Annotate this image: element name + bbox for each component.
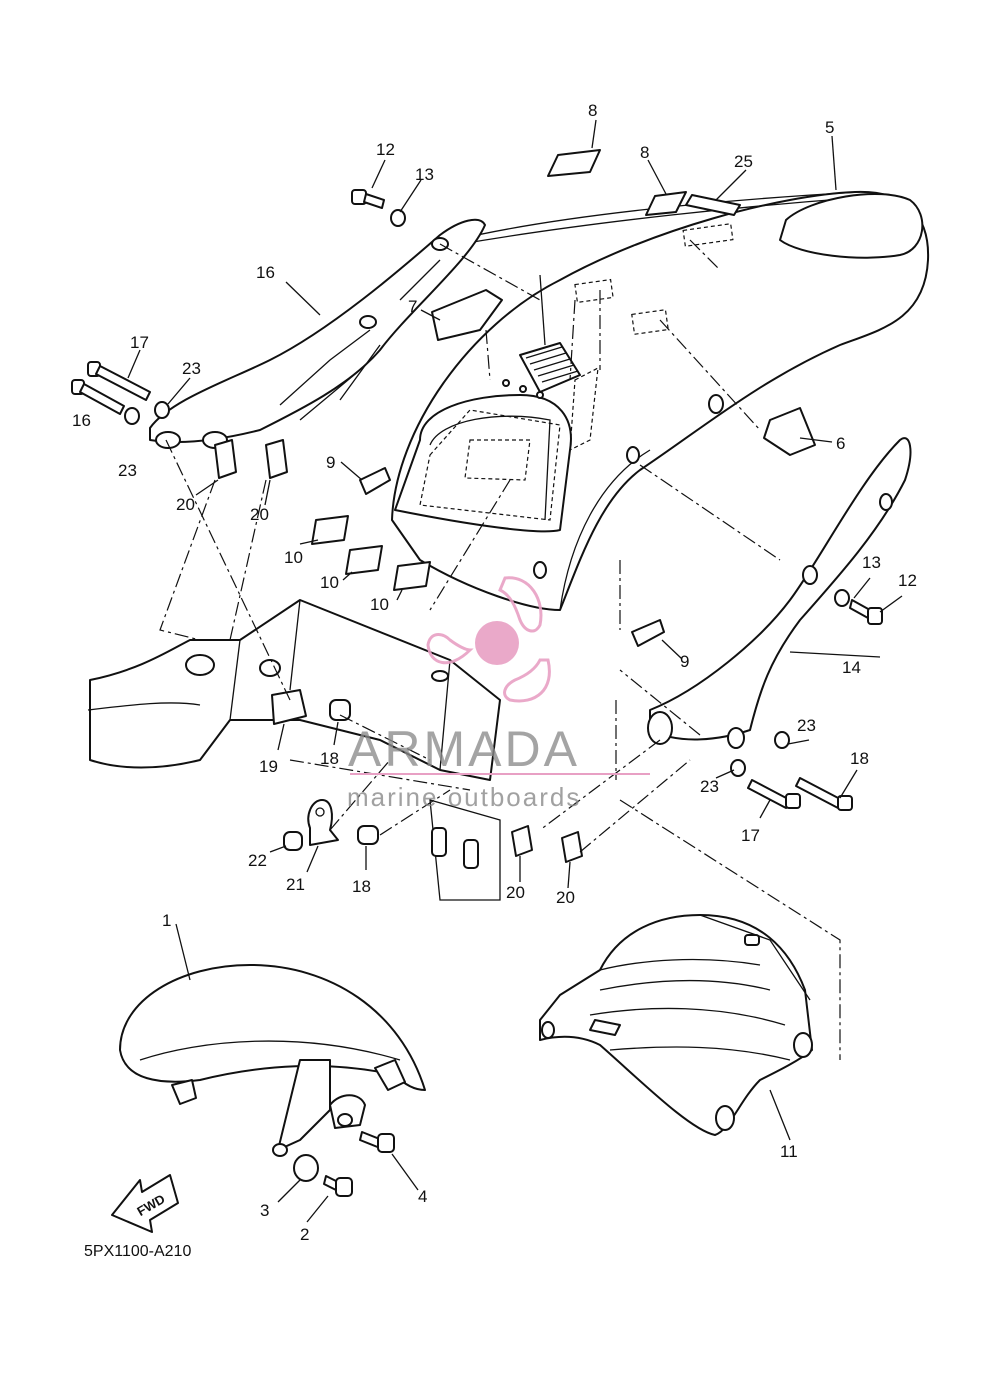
bolt-16-right[interactable] bbox=[747, 779, 801, 809]
callout-15: 16 bbox=[256, 263, 275, 282]
callout-16-a: 16 bbox=[72, 411, 91, 430]
callout-4: 4 bbox=[418, 1187, 427, 1206]
washer-13-right[interactable] bbox=[834, 589, 850, 607]
callout-23-a: 23 bbox=[182, 359, 201, 378]
bolt-17-left[interactable] bbox=[87, 361, 151, 401]
callout-9-a: 9 bbox=[326, 453, 335, 472]
callout-23-d: 23 bbox=[700, 777, 719, 796]
callout-13-b: 13 bbox=[862, 553, 881, 572]
callout-8-b: 8 bbox=[640, 143, 649, 162]
callout-12-a: 12 bbox=[376, 140, 395, 159]
bolt-17-right[interactable] bbox=[795, 777, 853, 811]
washer-13-top[interactable] bbox=[390, 209, 406, 227]
watermark-subtitle: marine outboards bbox=[347, 782, 581, 812]
callout-18-a: 18 bbox=[320, 749, 339, 768]
label-8a bbox=[547, 149, 601, 177]
callout-9-b: 9 bbox=[680, 652, 689, 671]
collar-3[interactable] bbox=[293, 1154, 319, 1182]
callout-24: 25 bbox=[734, 152, 753, 171]
label-25 bbox=[519, 342, 581, 393]
clamp-19[interactable] bbox=[271, 689, 307, 725]
callout-14: 14 bbox=[842, 658, 861, 677]
label-6 bbox=[763, 407, 816, 456]
fwd-arrow-icon: FWD bbox=[111, 1174, 179, 1233]
callout-3: 3 bbox=[260, 1201, 269, 1220]
callout-leaders bbox=[127, 119, 903, 1223]
callout-11: 11 bbox=[780, 1142, 798, 1161]
label-24 bbox=[685, 194, 741, 216]
callout-2: 2 bbox=[300, 1225, 309, 1244]
washer-23-left-b[interactable] bbox=[124, 407, 140, 425]
grommet-9-right[interactable] bbox=[631, 619, 665, 647]
callout-12-b: 12 bbox=[898, 571, 917, 590]
callout-19: 19 bbox=[259, 757, 278, 776]
nut-22[interactable] bbox=[283, 831, 303, 851]
collar-20-d[interactable] bbox=[561, 831, 583, 863]
washer-23-right-a[interactable] bbox=[774, 731, 790, 749]
label-7 bbox=[431, 289, 503, 341]
washer-23-right-b[interactable] bbox=[730, 759, 746, 777]
rear-fender[interactable] bbox=[391, 190, 930, 611]
nut-18-b[interactable] bbox=[357, 825, 379, 845]
collar-20-c[interactable] bbox=[511, 825, 533, 857]
callout-13-a: 13 bbox=[415, 165, 434, 184]
bolt-12-right[interactable] bbox=[849, 599, 883, 625]
side-bracket-right[interactable] bbox=[647, 437, 912, 749]
callout-20-b: 20 bbox=[250, 505, 269, 524]
callout-10-c: 10 bbox=[370, 595, 389, 614]
callout-22: 22 bbox=[248, 851, 267, 870]
mud-guard[interactable] bbox=[539, 914, 813, 1136]
callout-18-b: 18 bbox=[352, 877, 371, 896]
callout-10-a: 10 bbox=[284, 548, 303, 567]
callout-20-a: 20 bbox=[176, 495, 195, 514]
collar-20-a[interactable] bbox=[214, 439, 237, 479]
bolt-2[interactable] bbox=[323, 1175, 353, 1197]
pad-10-b[interactable] bbox=[345, 545, 383, 575]
callout-5: 5 bbox=[825, 118, 834, 137]
pad-10-a[interactable] bbox=[311, 515, 349, 545]
callout-6: 6 bbox=[836, 434, 845, 453]
bolt-16-left[interactable] bbox=[71, 379, 125, 415]
watermark: ARMADA marine outboards bbox=[347, 576, 650, 812]
label-8b bbox=[645, 191, 687, 216]
bolt-12-top[interactable] bbox=[351, 189, 385, 209]
callout-17-b: 18 bbox=[850, 749, 869, 768]
callout-21: 21 bbox=[286, 875, 305, 894]
watermark-title: ARMADA bbox=[348, 721, 580, 777]
diagram-code: 5PX1100-A210 bbox=[84, 1243, 191, 1260]
callout-20-d: 20 bbox=[556, 888, 575, 907]
callout-20-c: 20 bbox=[506, 883, 525, 902]
collar-20-b[interactable] bbox=[265, 439, 288, 479]
callout-17-a: 17 bbox=[130, 333, 149, 352]
nut-18-a[interactable] bbox=[329, 699, 351, 721]
callout-7: 7 bbox=[408, 297, 417, 316]
callout-16-b: 17 bbox=[741, 826, 760, 845]
front-fender[interactable] bbox=[119, 964, 426, 1157]
washer-23-left-a[interactable] bbox=[154, 401, 170, 419]
propeller-logo-icon bbox=[426, 576, 551, 703]
leader-lines bbox=[159, 239, 841, 1060]
callout-8-a: 8 bbox=[588, 101, 597, 120]
callout-23-b: 23 bbox=[118, 461, 137, 480]
callout-numbers: 8 8 25 5 7 6 9 9 10 10 10 16 12 13 17 23… bbox=[72, 101, 917, 1244]
bolt-4[interactable] bbox=[359, 1131, 395, 1153]
callout-10-b: 10 bbox=[320, 573, 339, 592]
callout-1: 1 bbox=[162, 911, 171, 930]
stay-21[interactable] bbox=[307, 799, 339, 846]
grommet-9-left[interactable] bbox=[359, 467, 391, 495]
callout-23-c: 23 bbox=[797, 716, 816, 735]
pad-10-c[interactable] bbox=[393, 561, 431, 591]
